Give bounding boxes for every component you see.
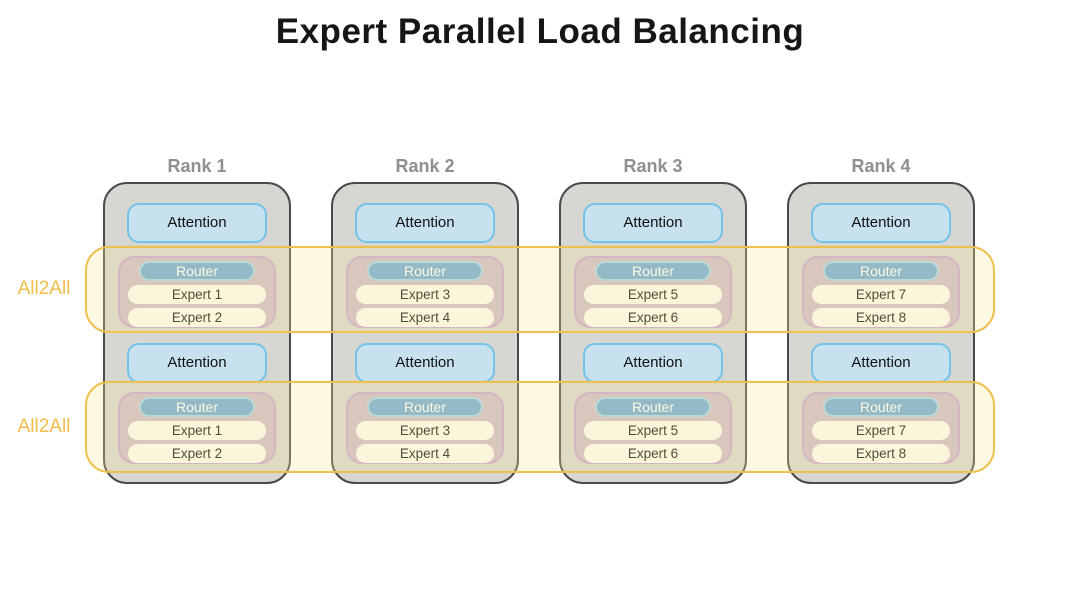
router-pill: Router	[823, 261, 939, 281]
rank-title: Rank 1	[167, 156, 227, 176]
rank-container: Attention Router Expert 3 Expert 4 Atten…	[331, 182, 519, 484]
attention-block: Attention	[127, 203, 267, 243]
attention-block: Attention	[355, 203, 495, 243]
diagram-title: Expert Parallel Load Balancing	[275, 12, 805, 51]
moe-block: Router Expert 1 Expert 2	[118, 256, 276, 328]
attention-block: Attention	[583, 343, 723, 383]
expert-pill: Expert 8	[812, 308, 950, 327]
moe-block: Router Expert 3 Expert 4	[346, 256, 504, 328]
rank-column: Rank 3 Attention Router Expert 5 Expert …	[559, 154, 747, 484]
moe-block: Router Expert 1 Expert 2	[118, 392, 276, 464]
attention-block: Attention	[811, 343, 951, 383]
router-pill: Router	[595, 261, 711, 281]
rank-container: Attention Router Expert 1 Expert 2 Atten…	[103, 182, 291, 484]
router-pill: Router	[823, 397, 939, 417]
expert-pill: Expert 1	[128, 421, 266, 440]
expert-pill: Expert 5	[584, 421, 722, 440]
expert-pill: Expert 7	[812, 421, 950, 440]
all2all-label-1: All2All	[17, 278, 71, 299]
attention-block: Attention	[811, 203, 951, 243]
expert-pill: Expert 4	[356, 308, 494, 327]
moe-block: Router Expert 3 Expert 4	[346, 392, 504, 464]
rank-title: Rank 2	[395, 156, 455, 176]
rank-column: Rank 1 Attention Router Expert 1 Expert …	[103, 154, 291, 484]
expert-pill: Expert 6	[584, 308, 722, 327]
expert-pill: Expert 4	[356, 444, 494, 463]
attention-block: Attention	[583, 203, 723, 243]
expert-pill: Expert 3	[356, 285, 494, 304]
expert-pill: Expert 8	[812, 444, 950, 463]
router-pill: Router	[139, 261, 255, 281]
all2all-label-2: All2All	[17, 416, 71, 437]
attention-block: Attention	[355, 343, 495, 383]
rank-column: Rank 4 Attention Router Expert 7 Expert …	[787, 154, 975, 484]
expert-pill: Expert 5	[584, 285, 722, 304]
router-pill: Router	[595, 397, 711, 417]
rank-container: Attention Router Expert 5 Expert 6 Atten…	[559, 182, 747, 484]
rank-container: Attention Router Expert 7 Expert 8 Atten…	[787, 182, 975, 484]
router-pill: Router	[367, 261, 483, 281]
expert-pill: Expert 7	[812, 285, 950, 304]
expert-pill: Expert 2	[128, 444, 266, 463]
expert-pill: Expert 2	[128, 308, 266, 327]
rank-title: Rank 4	[851, 156, 911, 176]
moe-block: Router Expert 7 Expert 8	[802, 256, 960, 328]
router-pill: Router	[367, 397, 483, 417]
rank-column: Rank 2 Attention Router Expert 3 Expert …	[331, 154, 519, 484]
expert-pill: Expert 3	[356, 421, 494, 440]
expert-pill: Expert 6	[584, 444, 722, 463]
moe-block: Router Expert 7 Expert 8	[802, 392, 960, 464]
moe-block: Router Expert 5 Expert 6	[574, 256, 732, 328]
attention-block: Attention	[127, 343, 267, 383]
expert-pill: Expert 1	[128, 285, 266, 304]
moe-block: Router Expert 5 Expert 6	[574, 392, 732, 464]
router-pill: Router	[139, 397, 255, 417]
rank-title: Rank 3	[623, 156, 683, 176]
